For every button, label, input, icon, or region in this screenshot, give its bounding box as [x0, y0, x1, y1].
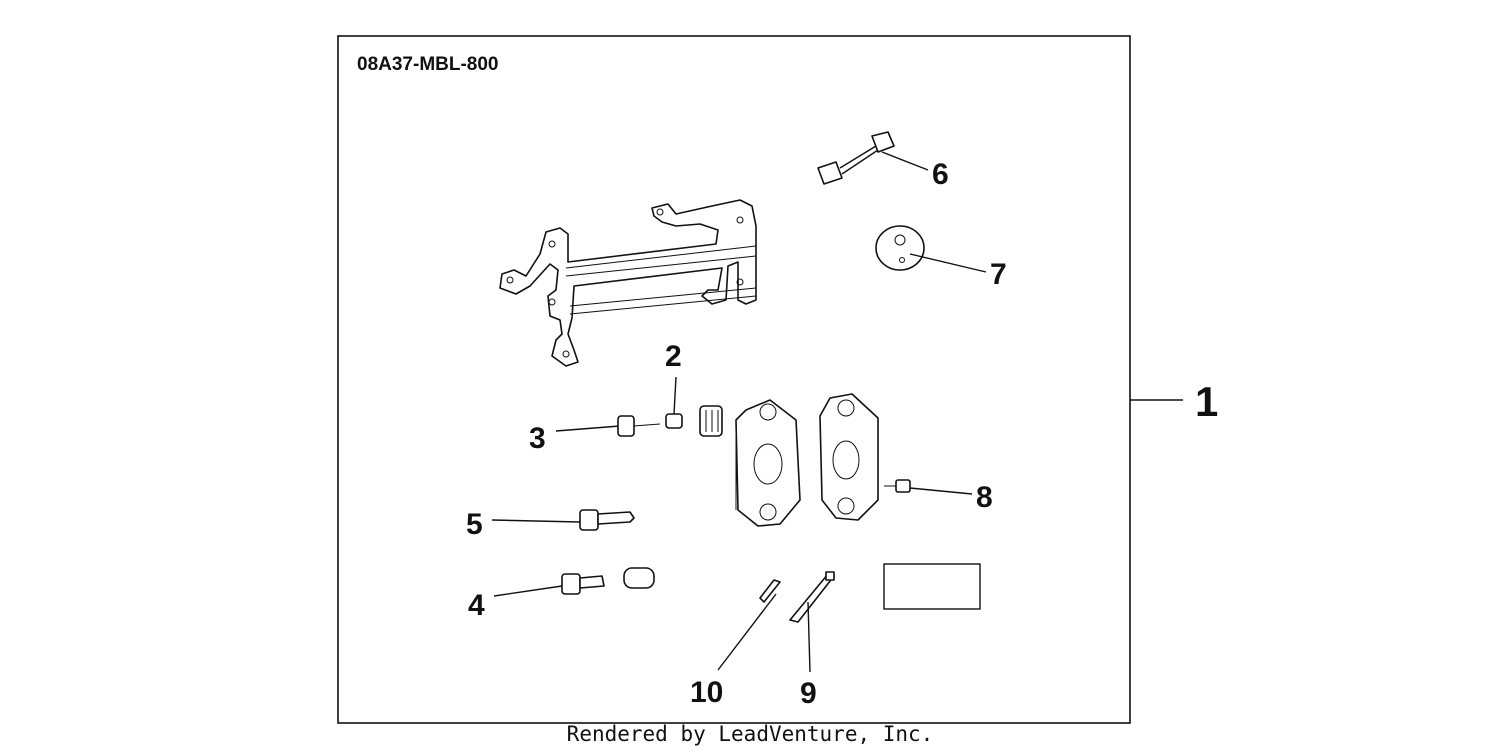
gear-part[interactable] [699, 405, 723, 437]
leader-3 [555, 425, 621, 432]
callout-9[interactable]: 9 [800, 677, 817, 710]
kit-frame [337, 35, 1131, 724]
leader-6 [881, 151, 929, 171]
callout-3[interactable]: 3 [529, 422, 546, 455]
callout-10[interactable]: 10 [690, 676, 723, 709]
callout-8[interactable]: 8 [976, 481, 993, 514]
callout-5[interactable]: 5 [466, 508, 483, 541]
footer-credit: Rendered by LeadVenture, Inc. [566, 722, 934, 746]
leader-10 [717, 593, 777, 671]
leader-8 [909, 487, 973, 495]
callout-7[interactable]: 7 [990, 258, 1007, 291]
bolt-3-part[interactable] [617, 415, 661, 437]
bolt-5-part[interactable] [579, 509, 635, 531]
leader-5 [491, 519, 581, 523]
wire-harness-part[interactable] [817, 131, 895, 185]
callout-6[interactable]: 6 [932, 158, 949, 191]
mounting-plate-left-part[interactable] [735, 399, 801, 527]
leader-2 [673, 376, 677, 415]
screw-8-part[interactable] [884, 479, 911, 493]
leader-7 [909, 253, 987, 273]
tie-strap-9-part[interactable] [789, 571, 835, 623]
kit-code-label: 08A37-MBL-800 [357, 54, 499, 75]
leader-9 [807, 601, 811, 673]
collar-part[interactable] [665, 413, 683, 429]
leader-4 [493, 585, 563, 597]
mounting-bracket-part[interactable] [499, 199, 757, 367]
spacer-disc-part[interactable] [875, 225, 925, 271]
callout-2[interactable]: 2 [665, 340, 682, 373]
mounting-plate-right-part[interactable] [819, 393, 879, 521]
instruction-sheet-part[interactable] [883, 563, 981, 610]
bolt-4-part[interactable] [561, 567, 655, 595]
callout-4[interactable]: 4 [468, 589, 485, 622]
callout-1[interactable]: 1 [1195, 378, 1218, 425]
tie-strap-10-part[interactable] [759, 579, 781, 603]
